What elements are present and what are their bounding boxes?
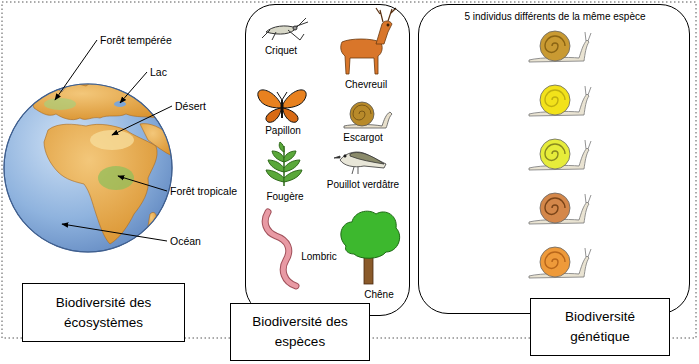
panel-heading: 5 individus différents de la même espèce bbox=[435, 11, 675, 22]
genetic-panel: 5 individus différents de la même espèce bbox=[418, 4, 690, 314]
box-title: Biodiversité des espèces bbox=[239, 312, 361, 351]
species-name: Fougère bbox=[266, 191, 303, 202]
category-box: Biodiversité des espèces bbox=[230, 303, 370, 361]
snail-icon bbox=[529, 247, 591, 278]
species-name: Chevreuil bbox=[345, 79, 387, 90]
earthworm-icon bbox=[265, 212, 296, 286]
leader-arrow bbox=[120, 72, 147, 103]
leader-arrow bbox=[118, 176, 167, 191]
snail-icon bbox=[529, 193, 591, 224]
biome-label: Forêt tempérée bbox=[100, 34, 172, 46]
snail-icon bbox=[529, 85, 591, 116]
bird-icon bbox=[334, 152, 386, 174]
category-box: Biodiversité génétique bbox=[530, 298, 670, 356]
biome-label: Océan bbox=[170, 235, 201, 247]
cricket-icon bbox=[262, 18, 308, 40]
biome-label: Forêt tropicale bbox=[170, 185, 237, 197]
snail-icon bbox=[529, 139, 591, 170]
species-name: Papillon bbox=[265, 125, 301, 136]
box-title: Biodiversité des écosystèmes bbox=[31, 293, 176, 332]
box-title: Biodiversité génétique bbox=[539, 307, 661, 346]
globe bbox=[4, 69, 172, 252]
leader-arrow bbox=[55, 40, 97, 100]
species-name: Escargot bbox=[343, 132, 382, 143]
species-name: Pouillot verdâtre bbox=[327, 179, 399, 190]
biome-label: Désert bbox=[175, 100, 206, 112]
leader-arrows bbox=[55, 40, 172, 241]
fern-icon bbox=[266, 142, 302, 186]
snail-icon bbox=[344, 102, 392, 128]
biome-label: Lac bbox=[150, 66, 167, 78]
species-panel: CriquetChevreuilPapillonEscargotFougère P… bbox=[245, 4, 410, 316]
category-box: Biodiversité des écosystèmes bbox=[22, 283, 185, 342]
species-name: Lombric bbox=[301, 251, 337, 262]
snail-icon bbox=[529, 31, 591, 62]
oak-icon bbox=[341, 211, 400, 284]
species-name: Criquet bbox=[265, 45, 297, 56]
butterfly-icon bbox=[258, 90, 306, 122]
leader-arrow bbox=[112, 106, 172, 135]
deer-icon bbox=[341, 8, 396, 74]
leader-arrow bbox=[62, 224, 167, 241]
species-name: Chêne bbox=[364, 289, 393, 300]
snail-variants bbox=[529, 31, 591, 278]
